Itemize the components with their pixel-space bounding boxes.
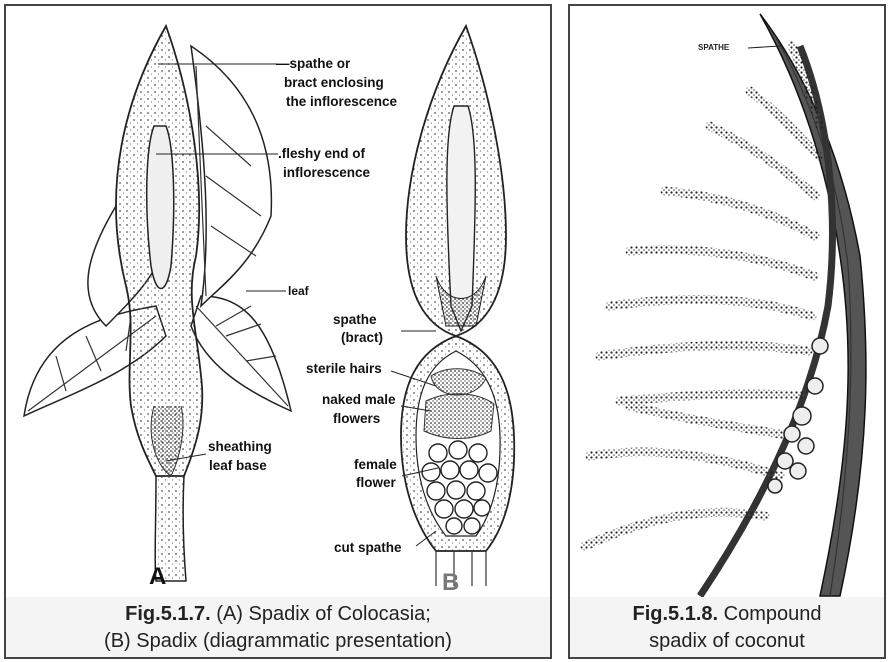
label-fleshy-end-inflorescence: inflorescence — [283, 165, 371, 180]
label-the-inflorescence: the inflorescence — [286, 94, 398, 109]
caption-fig-5-1-8: Fig.5.1.8. Compound spadix of coconut — [568, 597, 886, 659]
label-bract: (bract) — [341, 330, 383, 345]
label-spathe-or: —spathe or — [276, 56, 351, 71]
label-spathe: SPATHE — [698, 43, 730, 52]
caption-fig-number: Fig.5.1.7. — [125, 603, 211, 625]
label-panel-a: A — [149, 563, 166, 590]
caption-text-1: (A) Spadix of Colocasia; — [211, 603, 431, 625]
label-bract-enclosing: bract enclosing — [284, 75, 384, 90]
colocasia-drawing: —spathe or bract enclosing the infloresc… — [6, 6, 554, 601]
coconut-drawing: SPATHE — [570, 6, 888, 601]
label-cut-spathe: cut spathe — [334, 540, 402, 555]
figure-coconut-panel: SPATHE — [568, 4, 886, 599]
caption-line-2: spadix of coconut — [570, 628, 884, 655]
coconut-female-flowers — [768, 338, 828, 493]
coconut-branches — [585, 46, 820, 546]
caption-fig-5-1-7: Fig.5.1.7. (A) Spadix of Colocasia; (B) … — [4, 597, 552, 659]
caption-fig-number: Fig.5.1.8. — [633, 603, 719, 625]
caption-line-1: Fig.5.1.7. (A) Spadix of Colocasia; — [6, 601, 550, 628]
label-sheathing: sheathing — [208, 439, 272, 454]
spadix-diagram — [401, 26, 514, 586]
label-panel-b: B — [442, 569, 459, 596]
label-naked-male-flowers: flowers — [333, 411, 380, 426]
label-leaf-base: leaf base — [209, 458, 267, 473]
caption-line-2: (B) Spadix (diagrammatic presentation) — [6, 628, 550, 655]
figure-colocasia-panel: —spathe or bract enclosing the infloresc… — [4, 4, 552, 599]
leader-spathe — [748, 46, 780, 48]
label-sterile-hairs: sterile hairs — [306, 361, 382, 376]
caption-text-1: Compound — [718, 603, 821, 625]
label-female-flower: flower — [356, 475, 397, 490]
caption-line-1: Fig.5.1.8. Compound — [570, 601, 884, 628]
label-female: female — [354, 457, 397, 472]
label-fleshy-end: .fleshy end of — [278, 146, 366, 161]
label-leaf: leaf — [288, 284, 310, 298]
label-spathe-bract: spathe — [333, 312, 377, 327]
label-naked-male: naked male — [322, 392, 396, 407]
colocasia-spathe — [116, 26, 202, 581]
